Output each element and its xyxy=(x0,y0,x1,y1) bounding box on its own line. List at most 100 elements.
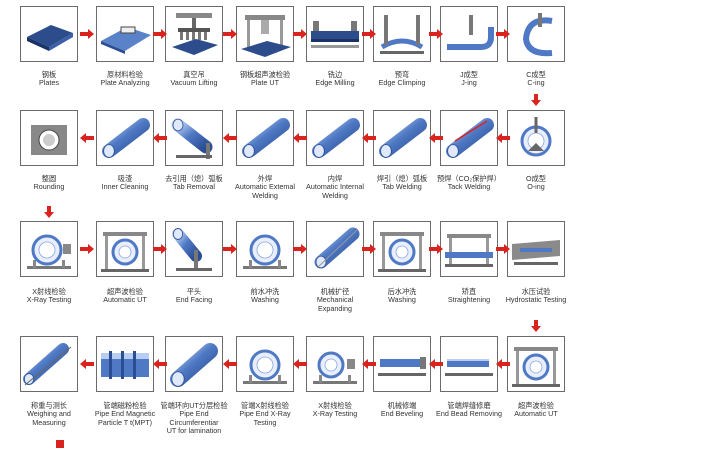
bead-removing-icon xyxy=(445,359,493,376)
step-label-cn: 钢板超声波检验 xyxy=(239,70,291,79)
process-step-edge-milling xyxy=(306,6,364,62)
c-forming-icon xyxy=(522,13,553,57)
step-label-cn: 外焊 xyxy=(257,174,273,183)
step-label-en: Washing xyxy=(251,295,279,305)
step-caption: 预焊（CO₂保护焊）Tack Welding xyxy=(429,174,509,192)
continuation-marker xyxy=(55,436,65,448)
step-label-cn: 管端焊缝修磨 xyxy=(447,401,491,410)
process-step-c-forming xyxy=(507,6,565,62)
step-label-en: Measuring xyxy=(32,417,66,427)
step-label-cn: 真空吊 xyxy=(183,70,205,79)
flow-arrow xyxy=(153,359,167,369)
step-label-en: Pipe End xyxy=(179,409,209,419)
step-label-cn: 平头 xyxy=(186,287,202,296)
step-label-en: Automatic UT xyxy=(514,409,558,419)
process-step-weighing xyxy=(20,336,78,392)
flow-arrow xyxy=(429,244,443,254)
process-step-xray-testing-2 xyxy=(306,336,364,392)
plate-analyzing-icon xyxy=(101,26,151,54)
step-label-en: Plates xyxy=(39,78,59,88)
step-label-cn: X射线检验 xyxy=(318,401,352,410)
xray-testing-icon xyxy=(27,234,71,269)
step-label-en: Mechanical xyxy=(316,295,354,305)
step-label-en: Welding xyxy=(322,190,348,200)
process-step-bead-removing xyxy=(440,336,498,392)
step-label-en: End Facing xyxy=(175,295,213,305)
flow-arrow xyxy=(531,320,541,332)
end-beveling-icon xyxy=(378,357,426,376)
process-step-plate-analyzing xyxy=(96,6,154,62)
plate-ut-icon xyxy=(241,15,291,57)
step-label-cn: 钢板 xyxy=(41,70,57,79)
step-label-en: Tab Removal xyxy=(173,182,215,192)
flow-arrow xyxy=(531,94,541,106)
process-step-mechanical-expanding xyxy=(306,221,364,277)
flow-arrow xyxy=(429,133,443,143)
inner-cleaning-icon xyxy=(102,118,150,158)
step-label-en: J-ing xyxy=(461,78,477,88)
process-step-internal-welding xyxy=(306,110,364,166)
step-label-cn: J成型 xyxy=(460,70,478,79)
process-step-washing xyxy=(236,221,294,277)
edge-milling-icon xyxy=(311,21,359,48)
flow-arrow xyxy=(362,29,376,39)
automatic-ut-2-icon xyxy=(512,347,560,387)
flow-arrow xyxy=(429,29,443,39)
step-label-cn: 铣边 xyxy=(327,70,343,79)
flow-arrow xyxy=(80,29,94,39)
hydrostatic-testing-icon xyxy=(512,240,560,265)
flow-arrow xyxy=(223,244,237,254)
process-step-plate-ut xyxy=(236,6,294,62)
step-label-cn: 超声波检验 xyxy=(107,287,143,296)
step-label-en: Edge Climping xyxy=(378,78,426,88)
process-step-hydrostatic-testing xyxy=(507,221,565,277)
step-label-en: Testing xyxy=(253,417,277,427)
step-label-en: Plate Analyzing xyxy=(100,78,150,88)
process-step-washing-2 xyxy=(373,221,431,277)
step-label-en: Weighing and xyxy=(27,409,71,419)
step-label-en: Pipe End Magnetic xyxy=(94,409,156,419)
j-forming-icon xyxy=(447,15,494,50)
flow-arrow xyxy=(223,133,237,143)
step-label-en: Inner Cleaning xyxy=(101,182,149,192)
weighing-icon xyxy=(23,343,72,386)
circumferential-ut-icon xyxy=(170,343,218,387)
flow-arrow xyxy=(223,29,237,39)
pipe-end-xray-icon xyxy=(243,349,287,384)
step-label-en: C-ing xyxy=(527,78,545,88)
step-label-en: Particle T t(MPT) xyxy=(97,417,153,427)
flow-arrow xyxy=(293,359,307,369)
step-label-en: UT for lamination xyxy=(166,426,222,436)
step-label-en: Straightening xyxy=(447,295,491,305)
step-label-en: Tack Welding xyxy=(447,182,491,192)
process-step-xray-testing xyxy=(20,221,78,277)
step-label-cn: 矫直 xyxy=(461,287,477,296)
rounding-icon xyxy=(31,125,67,155)
vacuum-lifting-icon xyxy=(172,13,218,55)
step-label-cn: 去引用（熄）弧板 xyxy=(165,174,223,183)
step-label-cn: C成型 xyxy=(526,70,546,79)
step-label-cn: 焊引（熄）弧板 xyxy=(376,174,428,183)
flow-arrow xyxy=(293,133,307,143)
step-label-cn: 原材料检验 xyxy=(107,70,143,79)
step-label-cn: 水压试验 xyxy=(521,287,551,296)
process-step-circumferential-ut xyxy=(165,336,223,392)
flow-arrow xyxy=(496,359,510,369)
